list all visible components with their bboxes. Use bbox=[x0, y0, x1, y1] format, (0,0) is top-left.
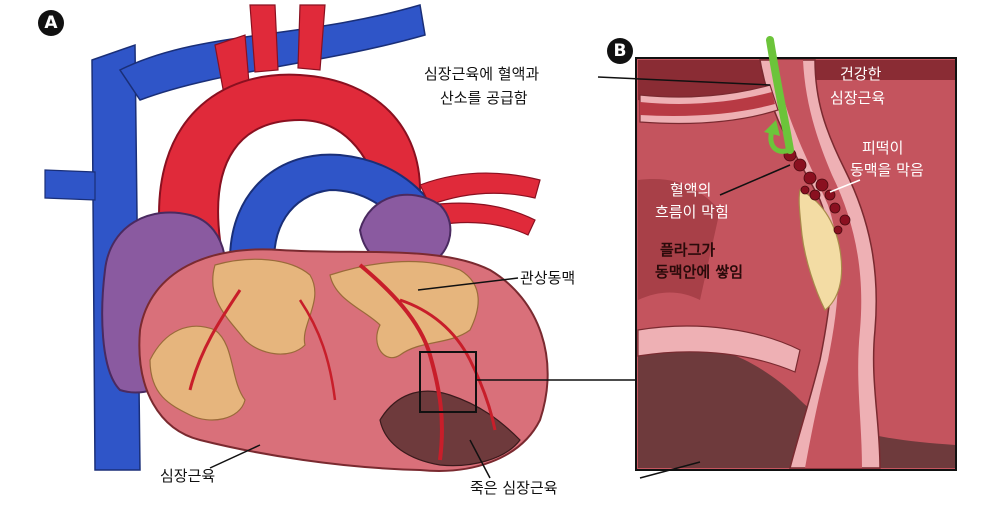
branch-vessel-inner bbox=[640, 92, 775, 116]
fat-deposit-left bbox=[149, 325, 246, 421]
leader-supply bbox=[597, 76, 771, 86]
coronary-artery-branch-3 bbox=[298, 299, 337, 401]
right-vessel-red-2 bbox=[429, 202, 536, 236]
blood-flow-arrow bbox=[766, 36, 794, 154]
leader-heart-muscle bbox=[209, 444, 261, 469]
panel-a-badge: A bbox=[38, 10, 64, 36]
label-heart-muscle: 심장근육 bbox=[160, 467, 216, 485]
plaque-deposit bbox=[798, 189, 843, 311]
artery-lumen bbox=[775, 60, 862, 468]
blood-clot bbox=[783, 148, 851, 235]
label-flow-line1: 혈액의 bbox=[670, 181, 712, 199]
label-healthy-line2: 심장근육 bbox=[830, 89, 886, 107]
leader-dead-muscle bbox=[469, 439, 491, 479]
coronary-artery-branch-1 bbox=[399, 298, 497, 431]
blood-flow-arrowhead bbox=[764, 120, 780, 136]
leader-flow bbox=[719, 164, 791, 196]
panel-b-badge: B bbox=[607, 38, 633, 64]
label-clot-line2: 동맥을 막음 bbox=[850, 161, 924, 179]
right-vessel-red-1 bbox=[419, 172, 541, 206]
label-plaque-line2: 동맥안에 쌓임 bbox=[655, 263, 744, 281]
aorta-branch-1 bbox=[249, 4, 279, 73]
heart-illustration bbox=[44, 4, 549, 472]
muscle-band-top bbox=[638, 60, 955, 104]
label-supply-line2: 산소를 공급함 bbox=[440, 89, 528, 107]
coronary-artery-branch-2 bbox=[188, 289, 242, 391]
dead-muscle-area bbox=[379, 390, 521, 467]
aorta-branch-2 bbox=[297, 4, 326, 71]
fat-deposit-center bbox=[212, 258, 316, 355]
label-coronary-artery: 관상동맥 bbox=[520, 269, 576, 287]
left-vein-branch bbox=[44, 169, 96, 201]
leader-panel-bottom bbox=[639, 461, 701, 479]
artery-closeup bbox=[635, 36, 957, 471]
label-plaque-line1: 플라그가 bbox=[660, 241, 716, 259]
coronary-artery-main bbox=[358, 263, 444, 461]
aorta bbox=[158, 73, 422, 242]
muscle-band-mid bbox=[638, 179, 720, 300]
leader-clot bbox=[829, 179, 861, 193]
label-healthy-line1: 건강한 bbox=[840, 65, 882, 83]
label-dead-muscle: 죽은 심장근육 bbox=[470, 479, 558, 497]
label-flow-line2: 흐름이 막힘 bbox=[655, 203, 729, 221]
leader-coronary bbox=[417, 277, 519, 291]
lower-branch bbox=[637, 325, 801, 373]
zoom-box bbox=[419, 351, 477, 413]
label-clot-line1: 피떡이 bbox=[862, 139, 904, 157]
label-supply-line1: 심장근육에 혈액과 bbox=[424, 65, 540, 83]
